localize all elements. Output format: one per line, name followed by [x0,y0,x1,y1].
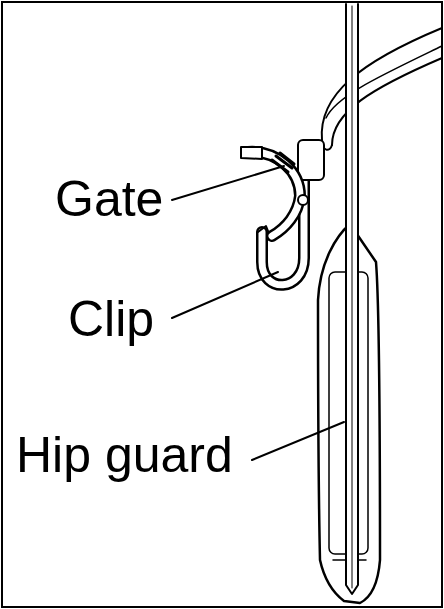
belt-edge [322,28,442,140]
leader-line [172,166,284,200]
gate-lever-fill [248,152,300,236]
part-label: Clip [68,294,154,344]
gate-tab [241,147,262,159]
part-label: Gate [55,174,163,224]
clip-body [298,140,324,180]
part-label: Hip guard [16,430,233,480]
belt-edge [326,46,442,118]
strap [346,4,358,594]
gate-pivot [298,195,308,205]
leader-line [172,272,278,318]
leader-line [252,422,344,460]
strap-edge [352,6,353,588]
gate-lever [248,152,300,236]
